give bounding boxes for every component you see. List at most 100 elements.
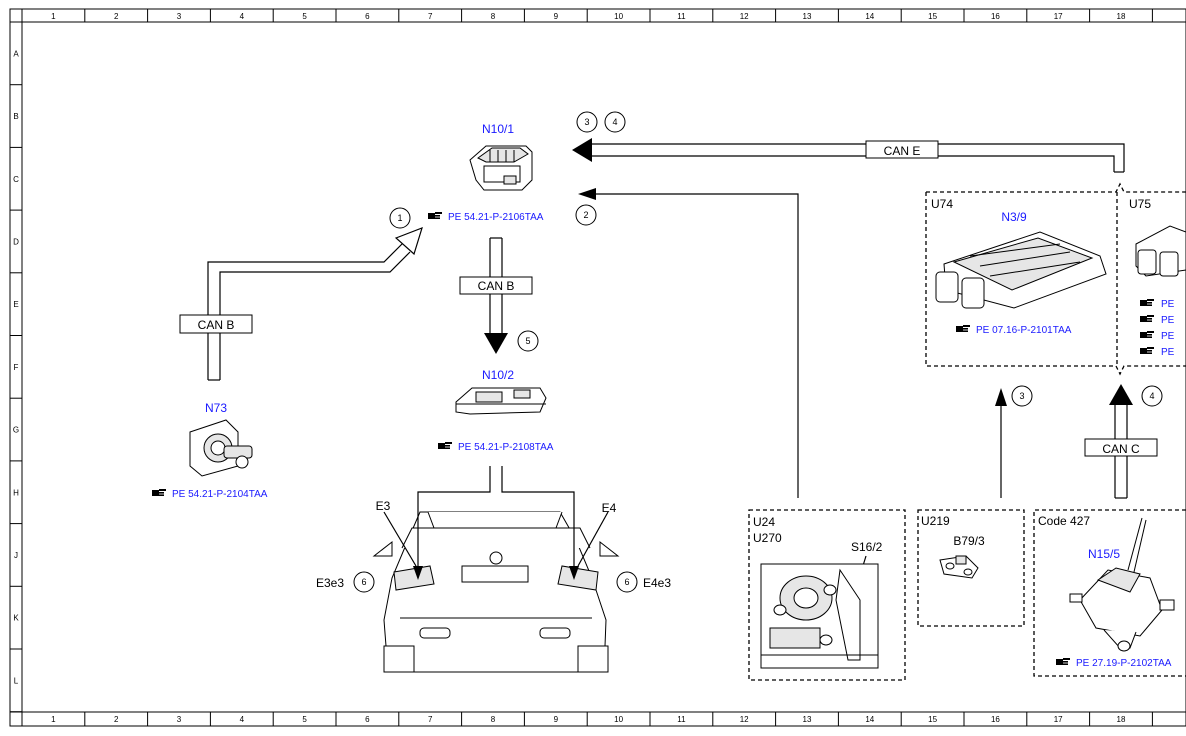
n73-ignition-switch[interactable]: N73 PE 54.21-P-2104TAA [152, 401, 268, 500]
row-letter: F [14, 363, 19, 372]
column-number: 1 [51, 12, 56, 21]
u75-ref-1[interactable]: PE [1161, 299, 1175, 310]
pointing-hand-icon [1140, 331, 1154, 338]
can-b-link-n73: CAN B [179, 226, 423, 381]
row-letter: L [14, 676, 19, 685]
column-number: 14 [865, 12, 874, 21]
n10-2-module[interactable]: N10/2 PE 54.21-P-2108TAA [438, 368, 554, 453]
direct-wire-selector [578, 188, 799, 498]
column-number: 11 [677, 715, 686, 724]
n73-ref[interactable]: PE 54.21-P-2104TAA [172, 489, 268, 500]
u219-label: U219 [921, 514, 950, 528]
column-number: 18 [1117, 715, 1126, 724]
svg-text:6: 6 [361, 577, 366, 587]
u75-ref-2[interactable]: PE [1161, 315, 1175, 326]
can-c-link: CAN C [1084, 384, 1158, 499]
column-number: 17 [1054, 715, 1063, 724]
column-number: 13 [803, 715, 812, 724]
column-number: 12 [740, 12, 749, 21]
code-427-box[interactable]: Code 427 N15/5 PE 27.19-P-2102TAA [1033, 509, 1186, 677]
can-e-label: CAN E [884, 144, 921, 158]
lamp-e3-label: E3 [376, 499, 391, 513]
marker-6-right: 6 [616, 571, 638, 593]
pointing-hand-icon [152, 489, 166, 496]
column-number: 10 [614, 12, 623, 21]
lamp-e3e3-label: E3e3 [316, 576, 344, 590]
column-number: 3 [177, 715, 182, 724]
ignition-switch-illustration [189, 419, 253, 477]
n10-2-code: N10/2 [482, 368, 514, 382]
svg-text:3: 3 [584, 117, 589, 127]
row-letter: D [13, 237, 19, 246]
sensor-illustration [939, 555, 979, 579]
drawing-frame [9, 8, 1186, 727]
u75-ref-3[interactable]: PE [1161, 331, 1175, 342]
svg-text:4: 4 [612, 117, 617, 127]
u74-label: U74 [931, 197, 953, 211]
u75-ref-4[interactable]: PE [1161, 347, 1175, 358]
row-letter: C [13, 175, 19, 184]
column-number: 18 [1117, 12, 1126, 21]
n10-1-module[interactable]: N10/1 PE 54.21-P-2106TAA [428, 122, 544, 223]
column-number: 3 [177, 12, 182, 21]
column-number: 5 [302, 715, 307, 724]
marker-3-top: 3 [576, 111, 598, 133]
svg-text:4: 4 [1149, 391, 1154, 401]
pointing-hand-icon [1140, 299, 1154, 306]
b79-3-label: B79/3 [953, 534, 985, 548]
shift-unit-illustration [1069, 517, 1175, 652]
column-number: 4 [240, 12, 245, 21]
pointing-hand-icon [438, 442, 452, 449]
column-number: 11 [677, 12, 686, 21]
n73-code: N73 [205, 401, 227, 415]
marker-6-left: 6 [353, 571, 375, 593]
ecu-illustration [935, 231, 1107, 309]
n10-2-ref[interactable]: PE 54.21-P-2108TAA [458, 442, 554, 453]
u270-label: U270 [753, 531, 782, 545]
column-number: 17 [1054, 12, 1063, 21]
direct-wire-b79 [995, 388, 1007, 498]
column-number: 8 [491, 715, 496, 724]
n10-1-ref[interactable]: PE 54.21-P-2106TAA [448, 212, 544, 223]
svg-text:6: 6 [624, 577, 629, 587]
row-letter: H [13, 488, 19, 497]
u24-selector-box[interactable]: U24 U270 S16/2 [748, 509, 906, 681]
pointing-hand-icon [956, 325, 970, 332]
can-b-label-center: CAN B [478, 279, 515, 293]
can-c-label: CAN C [1102, 442, 1140, 456]
svg-text:1: 1 [397, 213, 402, 223]
can-b-link-n10: CAN B [459, 237, 533, 354]
n10-1-illustration [469, 145, 533, 191]
n3-9-ref[interactable]: PE 07.16-P-2101TAA [976, 325, 1072, 336]
column-number: 15 [928, 715, 937, 724]
marker-2: 2 [575, 204, 597, 226]
row-letter: J [14, 551, 18, 560]
u75-variant-box: U75 PE PE PE PE [1129, 197, 1186, 358]
column-number: 6 [365, 12, 370, 21]
marker-4-top: 4 [604, 111, 626, 133]
column-number: 10 [614, 715, 623, 724]
column-number: 16 [991, 12, 1000, 21]
pointing-hand-icon [1140, 315, 1154, 322]
n10-2-illustration [455, 387, 547, 415]
row-letter: K [13, 614, 19, 623]
svg-text:3: 3 [1019, 391, 1024, 401]
can-e-link: CAN E [572, 138, 1125, 173]
n15-5-ref[interactable]: PE 27.19-P-2102TAA [1076, 658, 1172, 669]
marker-4-lower: 4 [1141, 385, 1163, 407]
column-number: 1 [51, 715, 56, 724]
marker-5: 5 [517, 330, 539, 352]
column-number: 16 [991, 715, 1000, 724]
code-427-label: Code 427 [1038, 514, 1090, 528]
s16-2-label: S16/2 [851, 540, 883, 554]
column-number: 5 [302, 12, 307, 21]
row-letter: E [13, 300, 18, 309]
n3-9-ecu[interactable]: U74 N3/9 PE 07.16-P-2101TAA [925, 182, 1186, 376]
n3-9-code: N3/9 [1001, 210, 1027, 224]
column-number: 9 [554, 715, 559, 724]
u219-sensor-box[interactable]: U219 B79/3 [917, 509, 1025, 627]
row-letter: B [13, 112, 18, 121]
